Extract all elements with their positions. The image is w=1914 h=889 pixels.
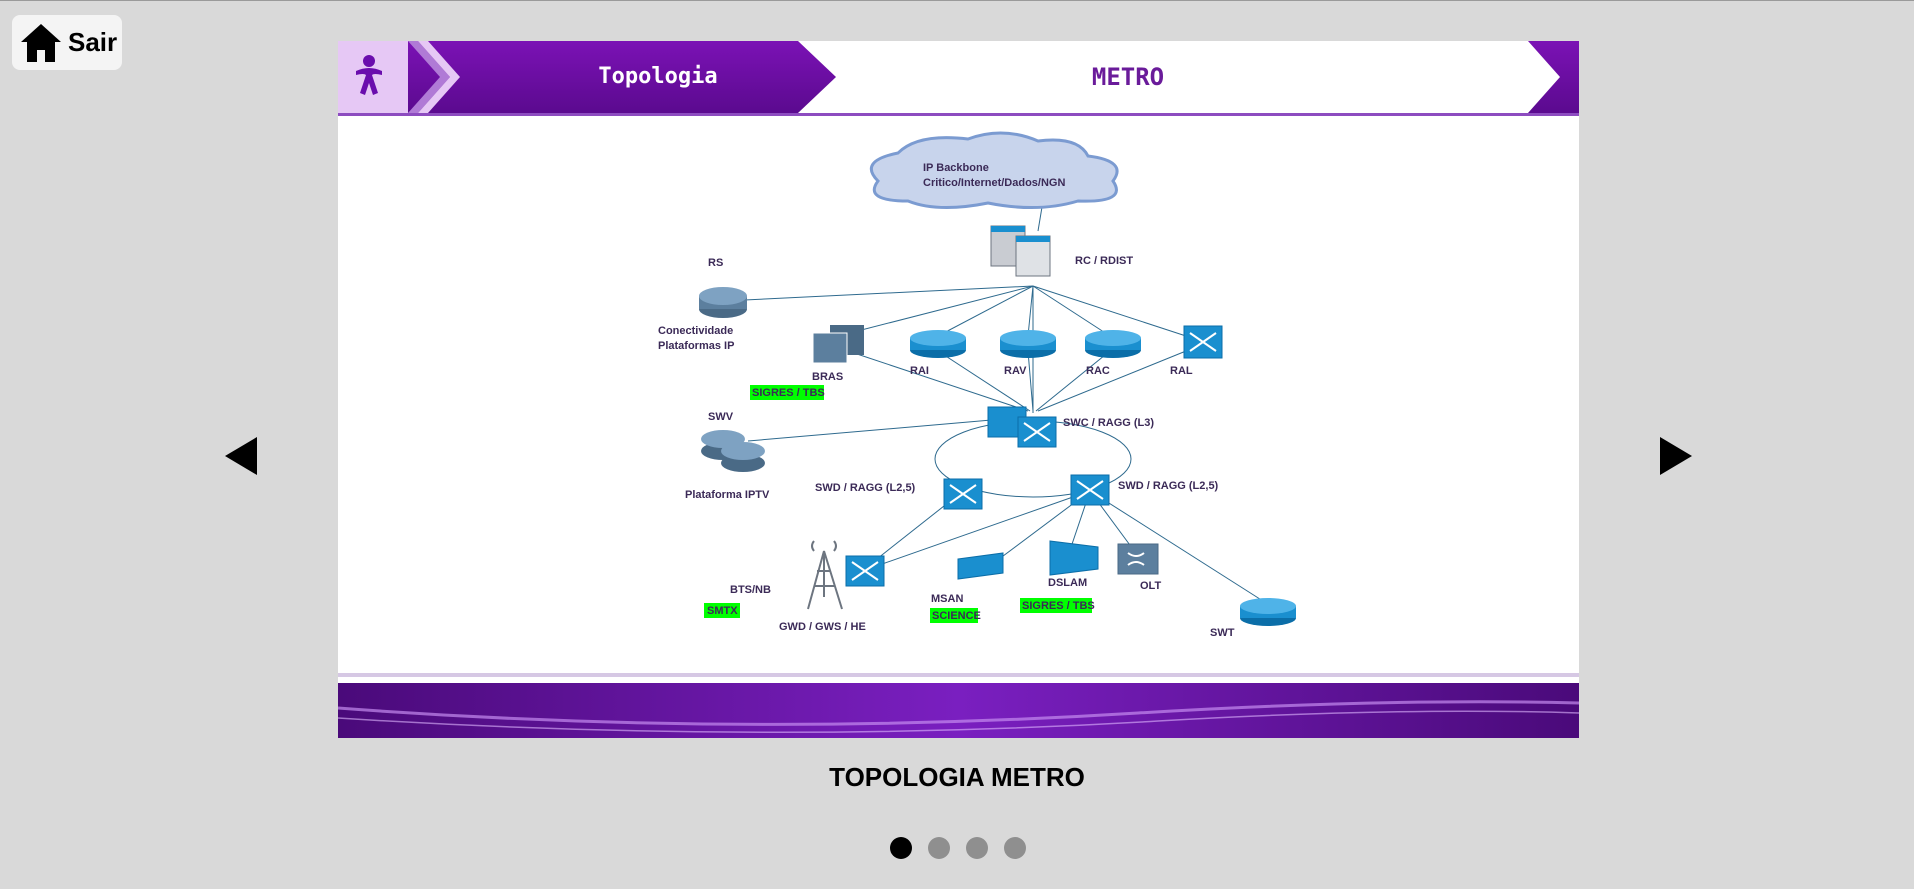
- label-rav: RAV: [1004, 365, 1027, 377]
- label-bras: BRAS: [812, 371, 843, 383]
- label-sigres-2: SIGRES / TBS: [1022, 600, 1095, 612]
- label-swv: SWV: [708, 411, 734, 423]
- router-icon: [1240, 598, 1296, 626]
- router-icon: [910, 330, 966, 358]
- bras-icon: [812, 325, 864, 364]
- page-dot-4[interactable]: [1004, 837, 1026, 859]
- slide-header: [338, 41, 1579, 116]
- switch-icon: [943, 478, 983, 510]
- label-rai: RAI: [910, 365, 929, 377]
- olt-icon: [1117, 543, 1159, 575]
- dslam-icon: [1049, 540, 1099, 576]
- cloud-label-1: IP Backbone: [923, 162, 989, 174]
- brand-logo: [356, 55, 382, 95]
- label-swc: SWC / RAGG (L3): [1063, 417, 1154, 429]
- router-icon: [1085, 330, 1141, 358]
- router-icon: [701, 430, 765, 472]
- exit-label: Sair: [68, 27, 118, 57]
- highlight-sigres-1: [750, 385, 824, 400]
- label-conect-1: Conectividade: [658, 325, 733, 337]
- label-iptv: Plataforma IPTV: [685, 489, 770, 501]
- label-gwd: GWD / GWS / HE: [779, 621, 866, 633]
- window-top-border: [0, 0, 1914, 1]
- page-dot-3[interactable]: [966, 837, 988, 859]
- switch-icon: [1070, 474, 1110, 506]
- page-dot-2[interactable]: [928, 837, 950, 859]
- page-dot-1[interactable]: [890, 837, 912, 859]
- label-dslam: DSLAM: [1048, 577, 1087, 589]
- home-icon: [21, 23, 61, 62]
- server-icon: [990, 225, 1051, 277]
- router-icon: [1000, 330, 1056, 358]
- label-science: SCIENCE: [932, 610, 981, 622]
- antenna-tower-icon: [807, 540, 843, 610]
- label-conect-2: Plataformas IP: [658, 340, 734, 352]
- cloud-label-2: Critico/Internet/Dados/NGN: [923, 177, 1065, 189]
- exit-button[interactable]: Sair: [12, 15, 122, 70]
- label-olt: OLT: [1140, 580, 1161, 592]
- slide-footer: [338, 673, 1579, 738]
- slide-caption: TOPOLOGIA METRO: [829, 762, 1085, 792]
- header-title: Topologia: [598, 64, 718, 89]
- next-arrow-icon[interactable]: [1660, 437, 1692, 475]
- network-diagram: IP Backbone Critico/Internet/Dados/NGN R…: [658, 131, 1296, 639]
- label-swt: SWT: [1210, 627, 1235, 639]
- switch-icon: [845, 555, 885, 587]
- msan-icon: [957, 552, 1004, 580]
- label-rac: RAC: [1086, 365, 1110, 377]
- slide: Topologia METRO: [338, 41, 1579, 738]
- label-bts: BTS/NB: [730, 584, 771, 596]
- label-swd-right: SWD / RAGG (L2,5): [1118, 480, 1219, 492]
- label-rc: RC / RDIST: [1075, 255, 1133, 267]
- label-sigres-1: SIGRES / TBS: [752, 387, 825, 399]
- highlight-sigres-2: [1020, 598, 1092, 613]
- router-icon: [699, 287, 747, 318]
- highlight-smtx: [704, 603, 740, 618]
- label-msan: MSAN: [931, 593, 963, 605]
- previous-arrow-icon[interactable]: [225, 437, 257, 475]
- diagram-links: [722, 200, 1264, 602]
- header-subtitle: METRO: [1091, 63, 1165, 91]
- pagination-dots: [890, 837, 1026, 859]
- cloud-icon: [869, 131, 1119, 209]
- label-smtx: SMTX: [707, 605, 738, 617]
- label-rs: RS: [708, 257, 723, 269]
- highlight-science: [930, 608, 978, 623]
- switch-icon: [987, 406, 1057, 448]
- label-swd-left: SWD / RAGG (L2,5): [815, 482, 916, 494]
- label-ral: RAL: [1170, 365, 1193, 377]
- switch-icon: [1183, 325, 1223, 359]
